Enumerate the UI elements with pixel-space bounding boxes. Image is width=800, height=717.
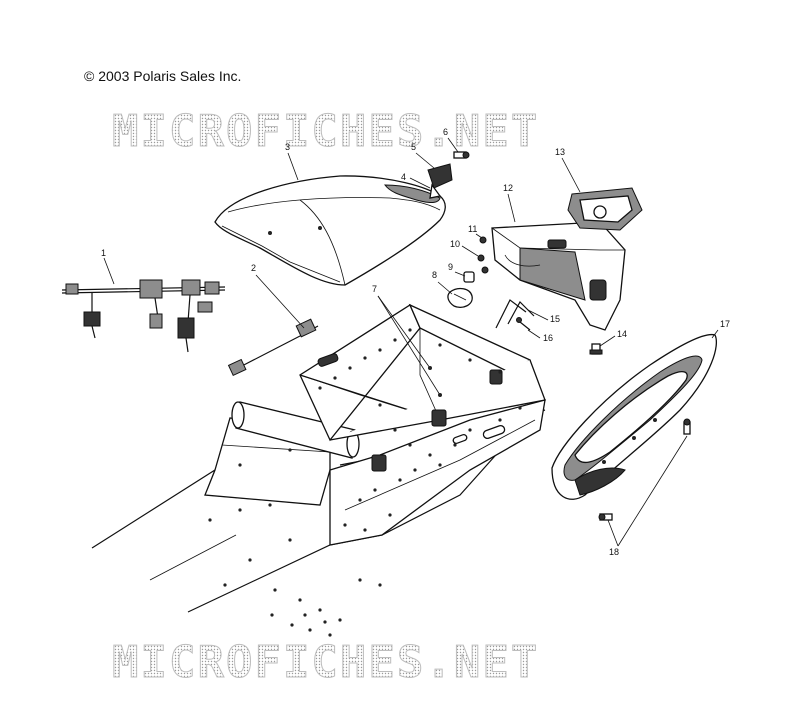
callout-7: 7 — [372, 284, 377, 294]
copyright-text: © 2003 Polaris Sales Inc. — [84, 68, 242, 84]
callout-8: 8 — [432, 270, 437, 280]
callout-18: 18 — [609, 547, 619, 557]
part-15-rod — [495, 299, 535, 329]
part-5-bracket — [427, 163, 453, 199]
callout-1: 1 — [101, 248, 106, 258]
chassis-tunnel — [91, 303, 546, 637]
callout-17: 17 — [720, 319, 730, 329]
part-8-knob — [447, 287, 473, 309]
callout-5: 5 — [411, 142, 416, 152]
callout-13: 13 — [555, 147, 565, 157]
callout-15: 15 — [550, 314, 560, 324]
callout-3: 3 — [285, 142, 290, 152]
callout-4: 4 — [401, 172, 406, 182]
part-10-washer — [477, 254, 485, 262]
part-1-wiring-harness — [61, 279, 226, 353]
rivet-holes — [208, 328, 522, 637]
callout-16: 16 — [543, 333, 553, 343]
callout-9: 9 — [448, 262, 453, 272]
part-16-screw — [516, 317, 531, 331]
part-13-taillight — [567, 187, 643, 231]
part-3-seat-cover — [214, 175, 446, 286]
part-2-cable — [227, 318, 319, 377]
part-12-rear-housing — [491, 221, 626, 331]
watermark-top: MICROFICHES.NET — [112, 106, 539, 157]
callout-14: 14 — [617, 329, 627, 339]
part-17-side-panel — [551, 333, 718, 500]
part-9-nut — [463, 271, 475, 283]
part-11-nut — [479, 236, 489, 274]
callout-12: 12 — [503, 183, 513, 193]
roller-bar — [231, 401, 360, 459]
callout-6: 6 — [443, 127, 448, 137]
watermark-bottom: MICROFICHES.NET — [112, 637, 539, 688]
callout-11: 11 — [468, 224, 477, 234]
part-18-screw — [598, 418, 691, 521]
part-14-push-pin — [589, 343, 603, 355]
part-6-screw — [453, 151, 470, 159]
callout-10: 10 — [450, 239, 460, 249]
callout-2: 2 — [251, 263, 256, 273]
